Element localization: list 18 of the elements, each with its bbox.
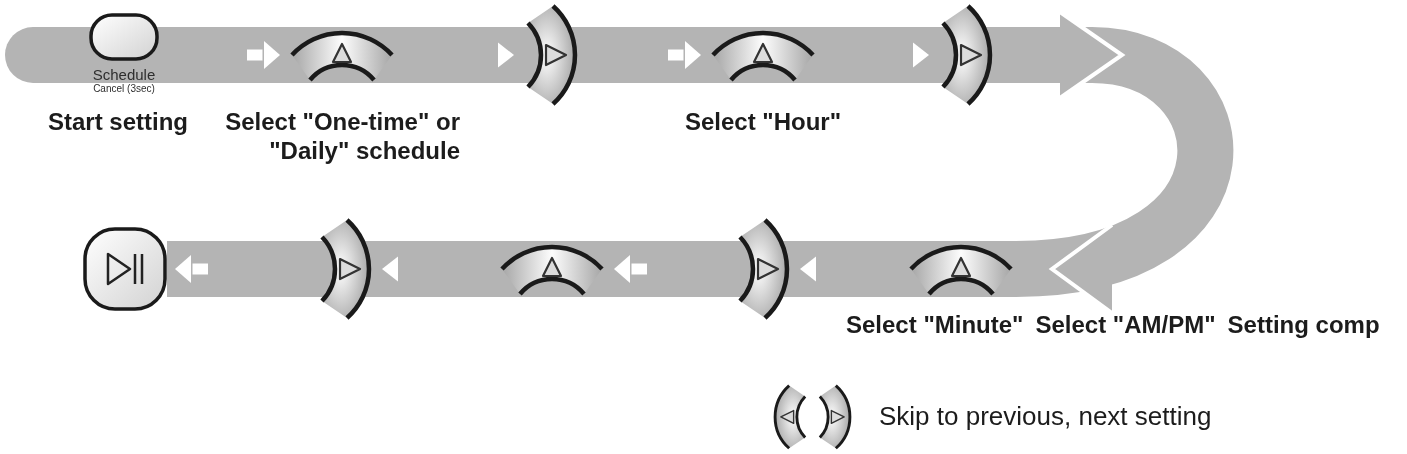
flow-arrow	[817, 27, 937, 83]
right-button-icon	[316, 216, 374, 322]
right-button-icon	[937, 2, 995, 108]
flow-arrow	[374, 241, 498, 297]
flow-arrow	[396, 27, 522, 83]
play-pause-button-icon	[83, 227, 167, 311]
legend-label: Skip to previous, next setting	[879, 401, 1212, 433]
button-label: Schedule	[92, 66, 156, 84]
right-button-icon	[734, 216, 792, 322]
flow-arrow	[792, 241, 907, 297]
right-button-icon	[522, 2, 580, 108]
button-sublabel: Cancel (3sec)	[93, 83, 155, 95]
step-caption: Start setting	[48, 107, 189, 137]
step-caption: Select "AM/PM"	[1035, 310, 1216, 340]
step-caption: Setting comp	[1227, 310, 1380, 340]
step-caption: Select "One-time" or "Daily" schedule	[224, 107, 460, 166]
step-caption: Select "Minute"	[846, 310, 1024, 340]
step-caption: Select "Hour"	[683, 107, 843, 137]
